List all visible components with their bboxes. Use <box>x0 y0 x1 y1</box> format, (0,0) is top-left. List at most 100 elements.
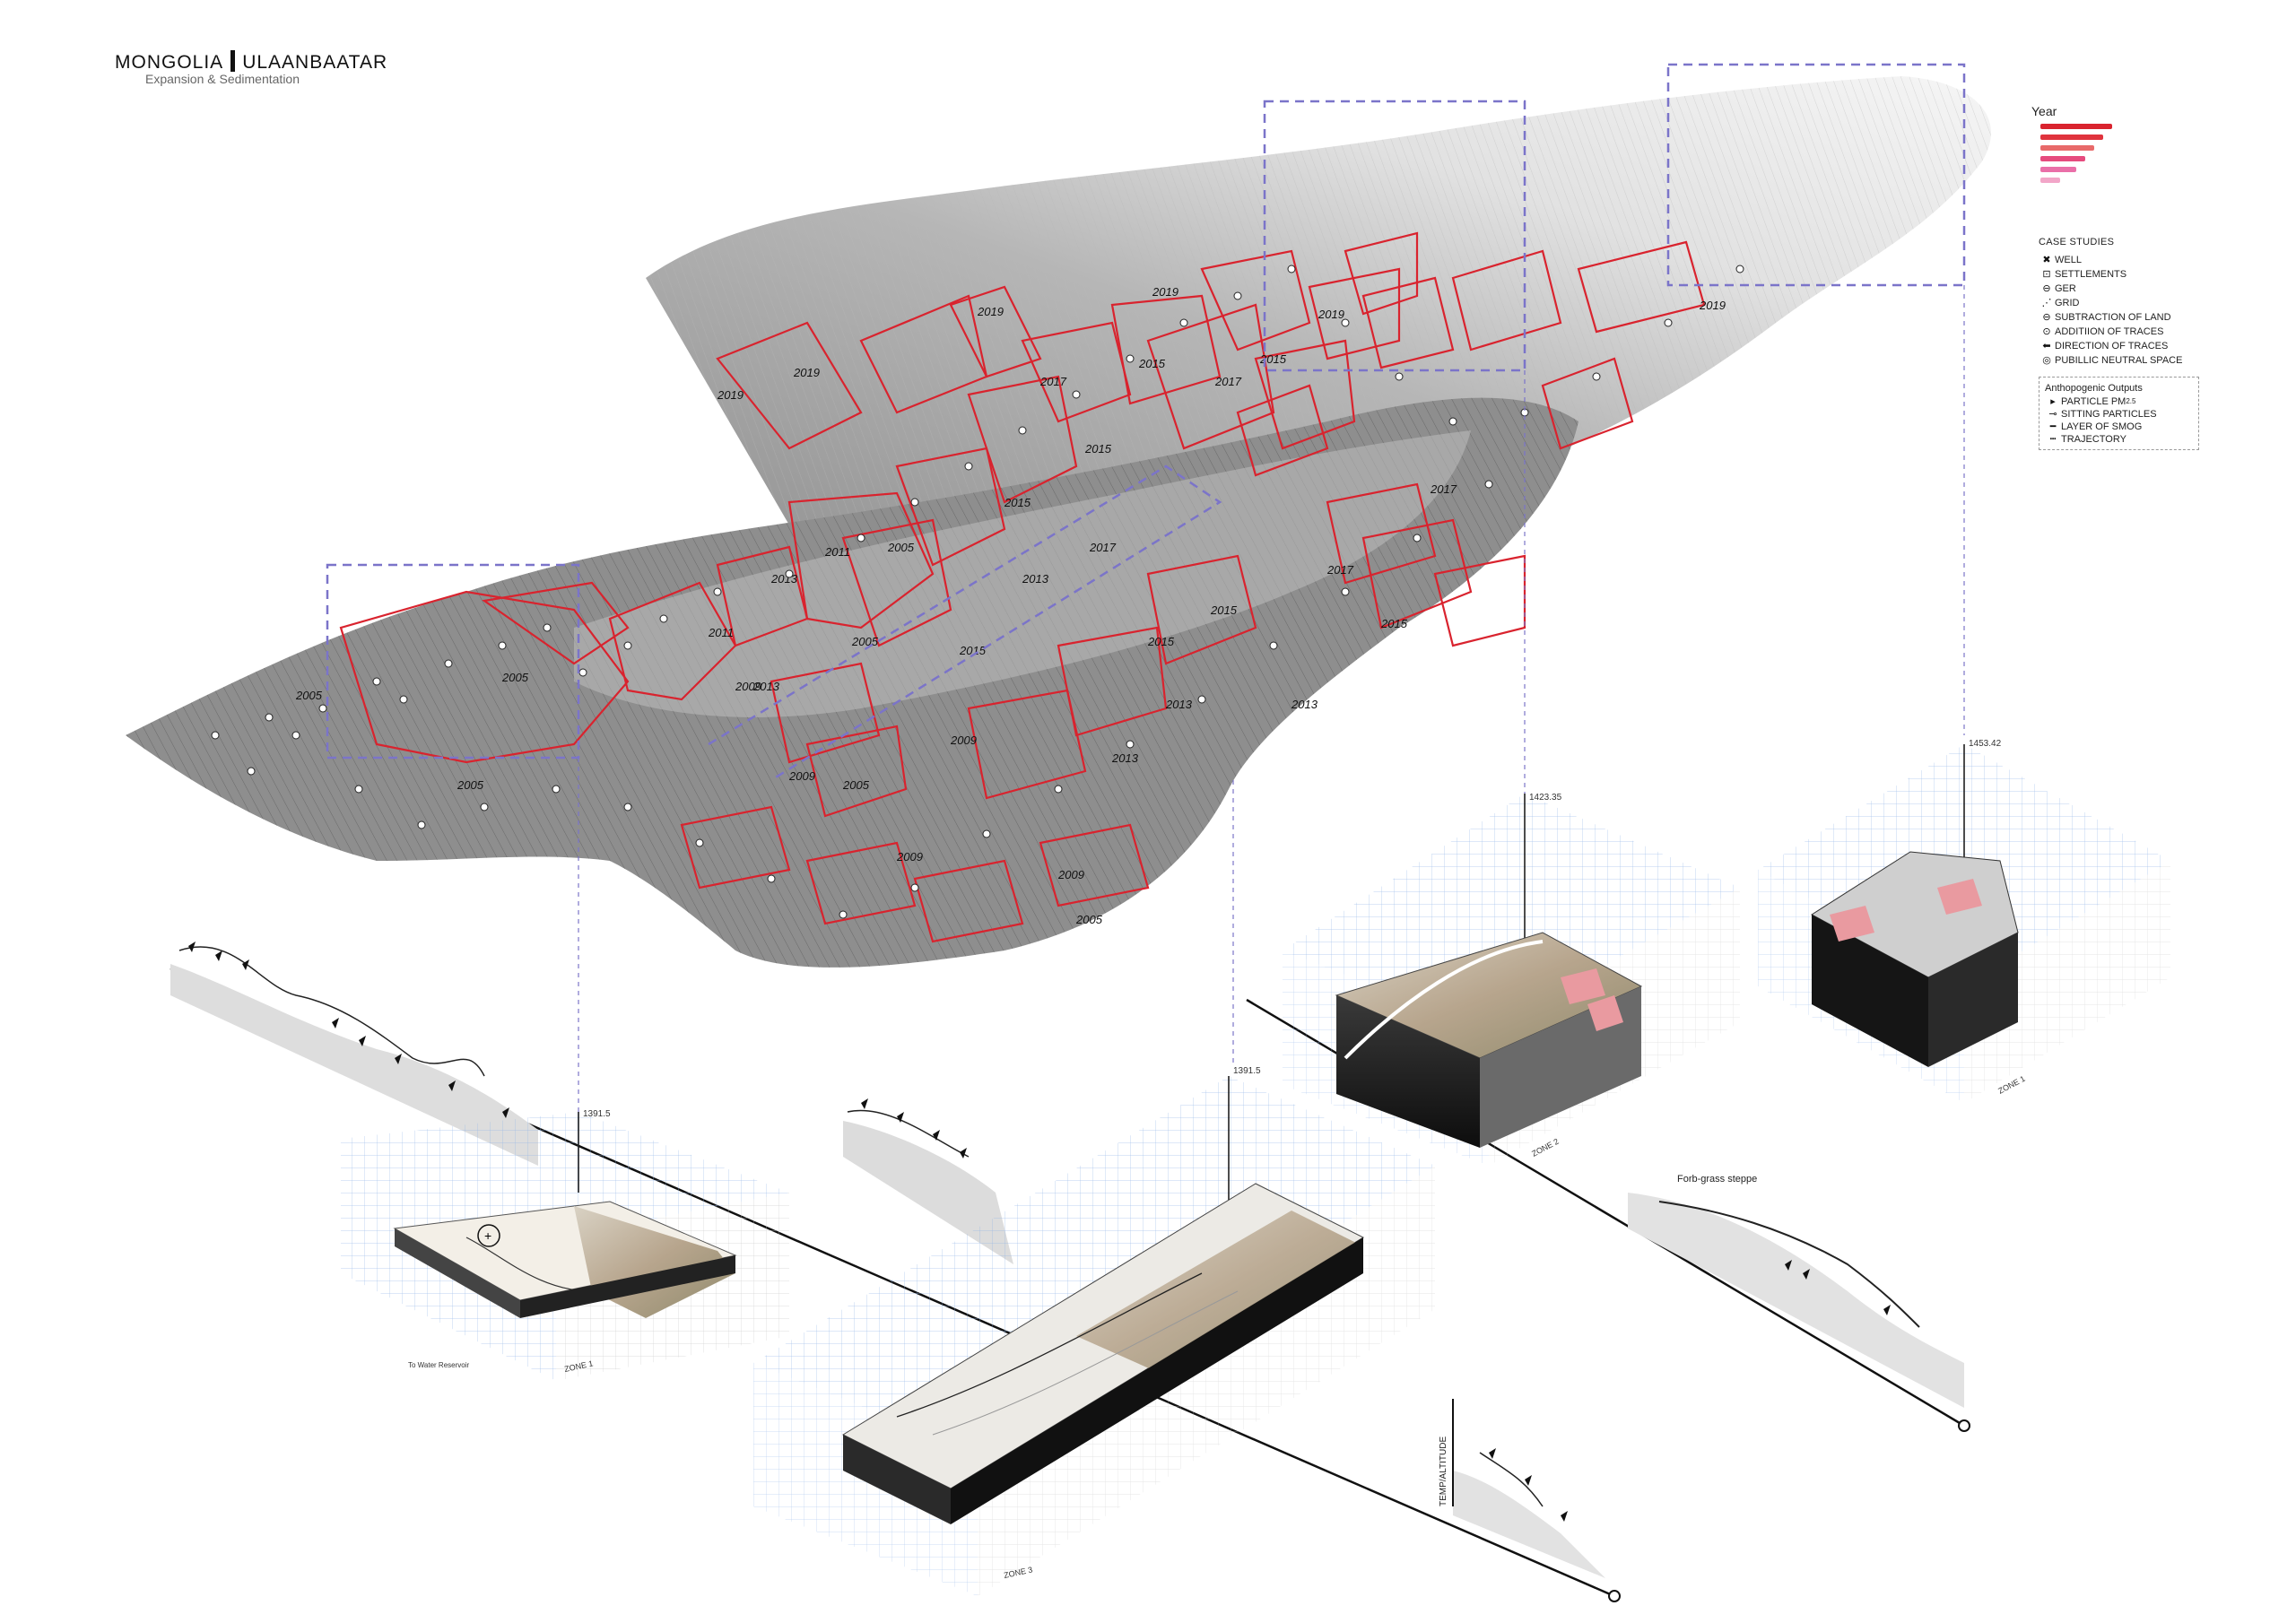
year-label: 2017 <box>1326 563 1354 577</box>
zone-label: ZONE 2 <box>1530 1137 1560 1159</box>
legend-item-label: PARTICLE PM <box>2061 396 2126 407</box>
legend-item: ⋰GRID <box>2039 296 2202 310</box>
year-label: 2019 <box>793 366 820 379</box>
block-zone2: 1423.35 ZONE 2 <box>1283 793 1740 1166</box>
page-subtitle: Expansion & Sedimentation <box>145 72 300 86</box>
axis-end-marker <box>1958 1419 1970 1432</box>
legend-item: ⊡ SETTLEMENTS <box>2039 267 2202 282</box>
frame-zone2 <box>1263 100 1526 372</box>
year-bar <box>2040 156 2085 161</box>
legend-item-label: SITTING PARTICLES <box>2061 409 2157 420</box>
year-label: 2009 <box>735 680 761 693</box>
block-zone4: 1453.42 ZONE 1 <box>1758 739 2170 1103</box>
dot-circle-icon: ⊙ <box>2042 326 2051 337</box>
frame-zone3 <box>708 464 1222 782</box>
block-zone3: 1391.5 ZONE 3 <box>753 1066 1435 1596</box>
year-label: 2017 <box>1430 482 1457 496</box>
year-label: 2011 <box>824 545 850 559</box>
year-label: 2005 <box>887 541 915 554</box>
title-city: ULAANBAATAR <box>242 52 388 73</box>
altitude-label: 1391.5 <box>583 1109 611 1119</box>
case-study-frames <box>326 63 1966 782</box>
drop-lines <box>578 285 1965 1112</box>
steppe-label: Forb-grass steppe <box>1677 1174 1757 1185</box>
legend-item-label: SUBTRACTION OF LAND <box>2055 312 2171 323</box>
legend-item-label: PUBILLIC NEUTRAL SPACE <box>2055 355 2183 366</box>
legend-item-label: GER <box>2055 283 2076 294</box>
legend-item: ━LAYER OF SMOG <box>2045 421 2193 433</box>
block-zone1: + 1391.5 ZONE 1 To Water Reservoir <box>341 1109 789 1381</box>
legend-item: ◎PUBILLIC NEUTRAL SPACE <box>2039 353 2202 368</box>
year-label: 2015 <box>1138 357 1166 370</box>
year-label: 2013 <box>752 680 780 693</box>
year-bars <box>2031 124 2202 183</box>
year-label: 2013 <box>1291 698 1318 711</box>
year-label: 2013 <box>1111 751 1139 765</box>
trajectory-icon: ┅ <box>2049 434 2057 445</box>
page-title: MONGOLIA ULAANBAATAR <box>115 50 387 74</box>
year-bar <box>2040 178 2060 183</box>
year-label: 2009 <box>950 733 977 747</box>
cross-icon: ✖ <box>2042 255 2051 265</box>
legend-item-label: GRID <box>2055 298 2080 308</box>
year-label: 2015 <box>1259 352 1287 366</box>
year-label: 2011 <box>708 626 734 639</box>
year-label: 2015 <box>959 644 987 657</box>
legend-item: ✖WELL <box>2039 253 2202 267</box>
frame-zone1 <box>326 563 580 759</box>
legend-item: ⬅DIRECTION OF TRACES <box>2039 339 2202 353</box>
legend-item-label: DIRECTION OF TRACES <box>2055 341 2169 352</box>
year-label: 2017 <box>1089 541 1117 554</box>
title-country: MONGOLIA <box>115 52 224 73</box>
year-label: 2015 <box>1147 635 1175 648</box>
sitting-particle-icon: ⊸ <box>2048 409 2057 420</box>
settlement-icon: ⊡ <box>2042 269 2051 280</box>
year-label: 2017 <box>1214 375 1242 388</box>
year-label: 2013 <box>770 572 798 586</box>
legend-item: ⊖ SUBTRACTION OF LAND <box>2039 310 2202 325</box>
year-label: 2015 <box>1004 496 1031 509</box>
anthropogenic-title: Anthopogenic Outputs <box>2045 383 2143 394</box>
year-label: 2017 <box>1039 375 1067 388</box>
ger-markers <box>211 265 1744 919</box>
year-label: 2013 <box>1022 572 1049 586</box>
frame-zone4 <box>1666 63 1966 287</box>
year-label: 2019 <box>977 305 1004 318</box>
particle-icon: ▸ <box>2050 396 2056 407</box>
year-label: 2015 <box>1380 617 1408 630</box>
legend-item: ⊙ADDITIION OF TRACES <box>2039 325 2202 339</box>
grid-icon: ⋰ <box>2041 298 2052 308</box>
year-labels: 2019 2019 2019 2019 2019 2019 2017 2017 … <box>295 285 1726 926</box>
profile-sketch-2 <box>843 1098 1013 1264</box>
year-label: 2005 <box>1075 913 1103 926</box>
year-label: 2005 <box>295 689 323 702</box>
year-label: 2009 <box>1057 868 1084 881</box>
parcel-outlines <box>339 231 1706 943</box>
year-label: 2013 <box>1165 698 1193 711</box>
terrain-map: 2019 2019 2019 2019 2019 2019 2017 2017 … <box>126 63 1991 1112</box>
minus-circle-icon: ⊖ <box>2042 312 2051 323</box>
year-label: 2005 <box>842 778 870 792</box>
smog-line-icon: ━ <box>2049 421 2057 432</box>
legend-year-title: Year <box>2031 104 2057 118</box>
year-label: 2005 <box>851 635 879 648</box>
year-label: 2019 <box>1152 285 1178 299</box>
legend-item-label: SETTLEMENTS <box>2055 269 2127 280</box>
altitude-label: 1453.42 <box>1969 739 2002 749</box>
altitude-label: 1391.5 <box>1233 1066 1261 1076</box>
case-studies-list: ✖WELL ⊡ SETTLEMENTS ⊖ GER ⋰GRID ⊖ SUBTRACTI… <box>2039 253 2202 368</box>
year-label: 2019 <box>717 388 744 402</box>
year-label: 2005 <box>457 778 484 792</box>
legend-item-subscript: 2.5 <box>2126 397 2136 405</box>
profile-sketch-4 <box>1452 1399 1605 1578</box>
year-label: 2005 <box>501 671 529 684</box>
legend-item: ⊸ SITTING PARTICLES <box>2045 408 2193 421</box>
year-label: 2019 <box>1699 299 1726 312</box>
legend: Year CASE STUDIES ✖WELL ⊡SETTLEMENTS ⊖GE… <box>2031 104 2202 450</box>
title-separator <box>230 50 236 72</box>
year-label: 2019 <box>1318 308 1344 321</box>
legend-item: ┅TRAJECTORY <box>2045 433 2193 446</box>
axis-end-marker <box>1608 1590 1621 1602</box>
